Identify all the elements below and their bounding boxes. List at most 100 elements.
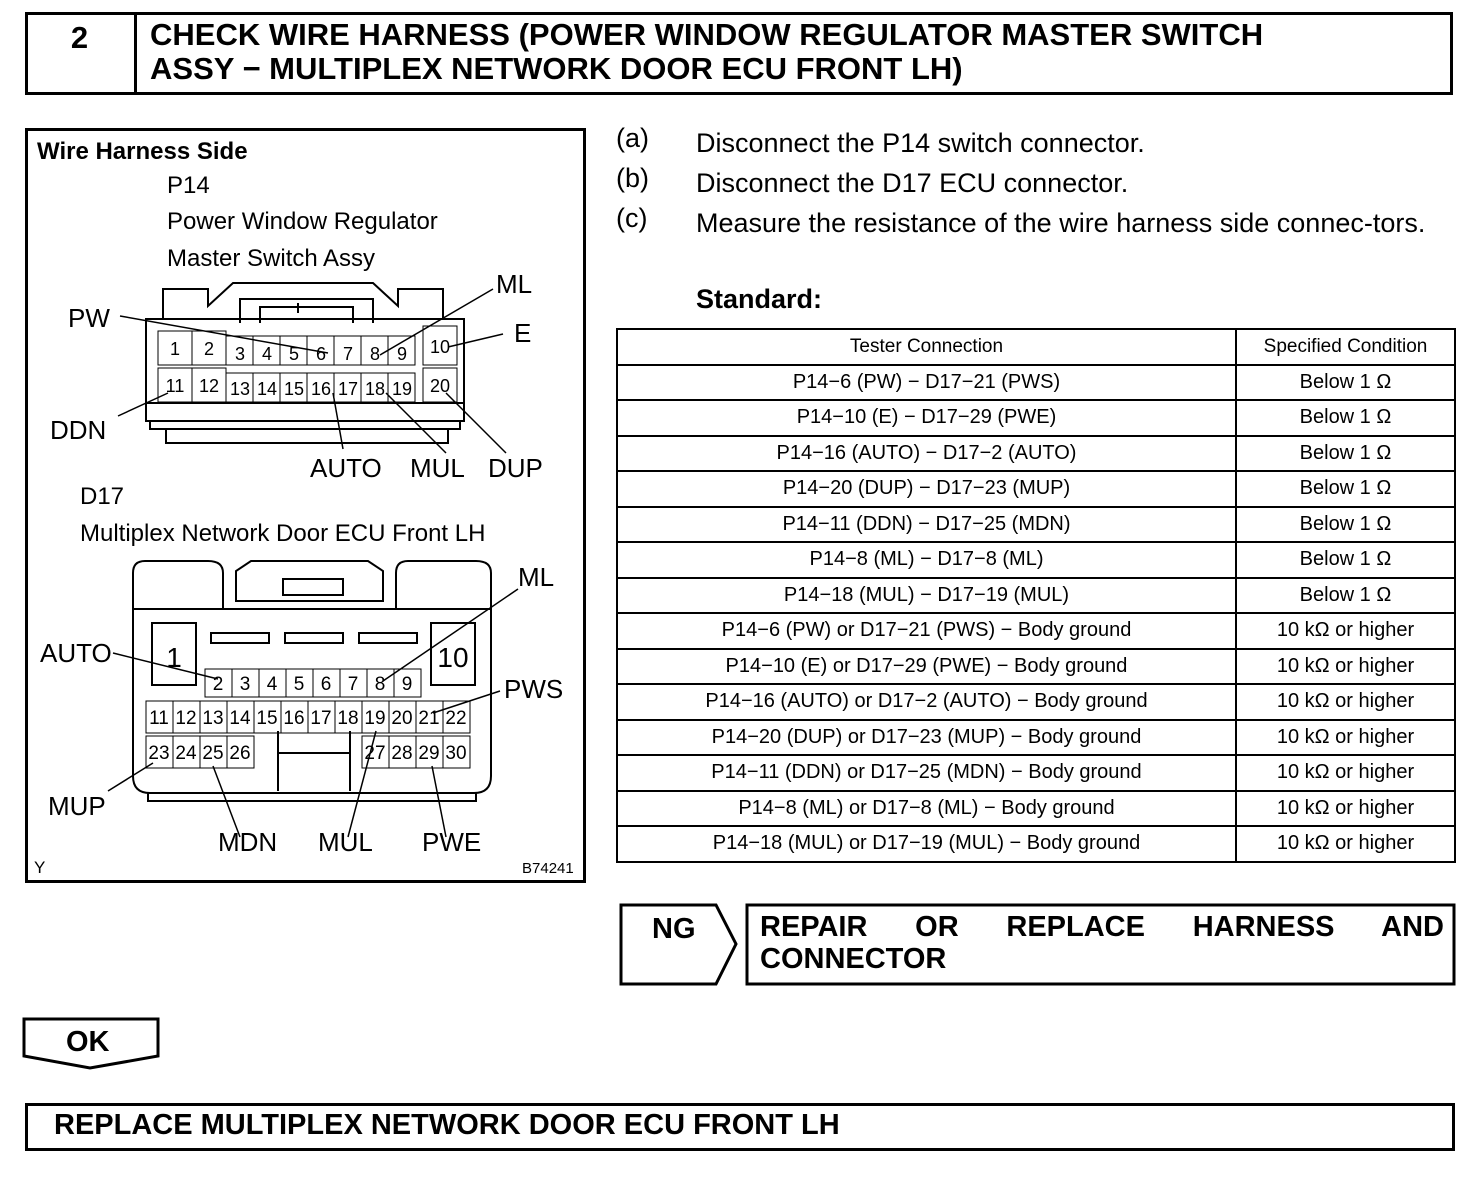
d17-label-mup: MUP: [48, 791, 106, 821]
d17-pin-24: 24: [175, 743, 197, 764]
table-header-row: Tester Connection Specified Condition: [616, 328, 1456, 366]
tester-connection-cell: P14−11 (DDN) − D17−25 (MDN): [616, 505, 1237, 543]
d17-pin-2: 2: [213, 674, 224, 695]
p14-pin-14: 14: [257, 379, 277, 399]
table-row: P14−6 (PW) − D17−21 (PWS)Below 1 Ω: [616, 363, 1456, 401]
step-title: CHECK WIRE HARNESS (POWER WINDOW REGULAT…: [150, 18, 1440, 86]
p14-pin-16: 16: [311, 379, 331, 399]
connector-diagram: Wire Harness Side P14 Power Window Regul…: [25, 128, 586, 883]
p14-pin-3: 3: [235, 344, 245, 364]
ok-label: OK: [66, 1026, 110, 1058]
d17-pin-20: 20: [391, 708, 412, 729]
p14-pin-20: 20: [430, 376, 450, 396]
instruction-label: (b): [616, 163, 649, 193]
d17-pin-19: 19: [364, 708, 385, 729]
tester-connection-cell: P14−6 (PW) or D17−21 (PWS) − Body ground: [616, 612, 1237, 650]
p14-pin-11: 11: [166, 376, 185, 396]
condition-cell: Below 1 Ω: [1235, 576, 1456, 614]
figure-id: B74241: [522, 860, 574, 877]
d17-label-pwe: PWE: [422, 827, 481, 857]
ok-arrow-shape: [22, 1017, 160, 1070]
table-row: P14−10 (E) − D17−29 (PWE)Below 1 Ω: [616, 399, 1456, 437]
d17-pin-29: 29: [418, 743, 439, 764]
instruction-text: Disconnect the P14 switch connector.: [696, 128, 1145, 158]
d17-pin-16: 16: [283, 708, 304, 729]
condition-cell: 10 kΩ or higher: [1235, 718, 1456, 756]
column-header: Specified Condition: [1235, 328, 1456, 366]
d17-pin-17: 17: [310, 708, 331, 729]
d17-pin-5: 5: [294, 674, 305, 695]
tester-connection-cell: P14−18 (MUL) or D17−19 (MUL) − Body grou…: [616, 825, 1237, 863]
tester-connection-cell: P14−20 (DUP) or D17−23 (MUP) − Body grou…: [616, 718, 1237, 756]
d17-pin-12: 12: [175, 708, 196, 729]
tester-connection-cell: P14−10 (E) − D17−29 (PWE): [616, 399, 1237, 437]
ng-branch-frame: [619, 903, 1456, 986]
condition-cell: 10 kΩ or higher: [1235, 612, 1456, 650]
column-header: Tester Connection: [616, 328, 1237, 366]
p14-label-e: E: [514, 318, 531, 348]
p14-pin-9: 9: [397, 344, 407, 364]
instruction-text: Measure the resistance of the wire harne…: [696, 208, 1426, 238]
ng-action-line1: REPAIR OR REPLACE HARNESS AND: [760, 911, 1444, 943]
d17-pin-15: 15: [256, 708, 277, 729]
d17-label-mdn: MDN: [218, 827, 277, 857]
p14-pin-7: 7: [343, 344, 353, 364]
condition-cell: Below 1 Ω: [1235, 505, 1456, 543]
condition-cell: Below 1 Ω: [1235, 363, 1456, 401]
tester-connection-cell: P14−16 (AUTO) − D17−2 (AUTO): [616, 434, 1237, 472]
d17-label-auto: AUTO: [40, 638, 112, 668]
d17-pin-9: 9: [402, 674, 413, 695]
d17-pin-grid: 1 10 2 3 4 5 6 7 8 9 11 12 13 14 15 16 1…: [145, 642, 471, 769]
d17-label-pws: PWS: [504, 674, 563, 704]
table-row: P14−16 (AUTO) or D17−2 (AUTO) − Body gro…: [616, 683, 1456, 721]
d17-pin-25: 25: [202, 743, 223, 764]
ng-action-box: [745, 903, 1456, 986]
condition-cell: Below 1 Ω: [1235, 470, 1456, 508]
d17-pin-4: 4: [267, 674, 278, 695]
d17-pin-26: 26: [229, 743, 250, 764]
d17-pin-30: 30: [445, 743, 466, 764]
tester-connection-cell: P14−11 (DDN) or D17−25 (MDN) − Body grou…: [616, 754, 1237, 792]
p14-pin-13: 13: [230, 379, 250, 399]
d17-pin-1: 1: [166, 642, 182, 673]
p14-pin-10: 10: [430, 337, 450, 357]
p14-label-ddn: DDN: [50, 415, 106, 445]
p14-label-mul: MUL: [410, 453, 465, 483]
condition-cell: 10 kΩ or higher: [1235, 647, 1456, 685]
connector-diagram-svg: Wire Harness Side P14 Power Window Regul…: [34, 138, 574, 877]
step-header-box: [25, 12, 1453, 95]
diagram-corner-mark: Y: [34, 858, 45, 877]
table-row: P14−8 (ML) − D17−8 (ML)Below 1 Ω: [616, 541, 1456, 579]
d17-label-ml: ML: [518, 562, 554, 592]
condition-cell: 10 kΩ or higher: [1235, 754, 1456, 792]
final-action-text: REPLACE MULTIPLEX NETWORK DOOR ECU FRONT…: [54, 1109, 840, 1141]
tester-connection-cell: P14−20 (DUP) − D17−23 (MUP): [616, 470, 1237, 508]
d17-pin-22: 22: [445, 708, 466, 729]
table-row: P14−20 (DUP) or D17−23 (MUP) − Body grou…: [616, 718, 1456, 756]
tester-connection-cell: P14−8 (ML) or D17−8 (ML) − Body ground: [616, 789, 1237, 827]
d17-pin-18: 18: [337, 708, 358, 729]
step-number: 2: [25, 12, 137, 95]
table-row: P14−6 (PW) or D17−21 (PWS) − Body ground…: [616, 612, 1456, 650]
tester-connection-cell: P14−10 (E) or D17−29 (PWE) − Body ground: [616, 647, 1237, 685]
spec-table: Tester Connection Specified Condition P1…: [616, 328, 1456, 863]
instruction-label: (a): [616, 123, 649, 153]
tester-connection-cell: P14−8 (ML) − D17−8 (ML): [616, 541, 1237, 579]
d17-pin-14: 14: [229, 708, 251, 729]
condition-cell: 10 kΩ or higher: [1235, 683, 1456, 721]
p14-name-line1: Power Window Regulator: [167, 208, 438, 235]
p14-pin-6: 6: [316, 344, 326, 364]
p14-pin-17: 17: [338, 379, 358, 399]
p14-connector: [145, 282, 465, 444]
diagram-heading: Wire Harness Side: [37, 138, 248, 165]
d17-pin-10: 10: [437, 642, 468, 673]
condition-cell: Below 1 Ω: [1235, 434, 1456, 472]
d17-pin-8: 8: [375, 674, 386, 695]
p14-pin-12: 12: [199, 376, 219, 396]
instruction-text: Disconnect the D17 ECU connector.: [696, 168, 1129, 198]
table-row: P14−11 (DDN) or D17−25 (MDN) − Body grou…: [616, 754, 1456, 792]
p14-pin-4: 4: [262, 344, 272, 364]
d17-pin-7: 7: [348, 674, 359, 695]
p14-label-pw: PW: [68, 303, 110, 333]
